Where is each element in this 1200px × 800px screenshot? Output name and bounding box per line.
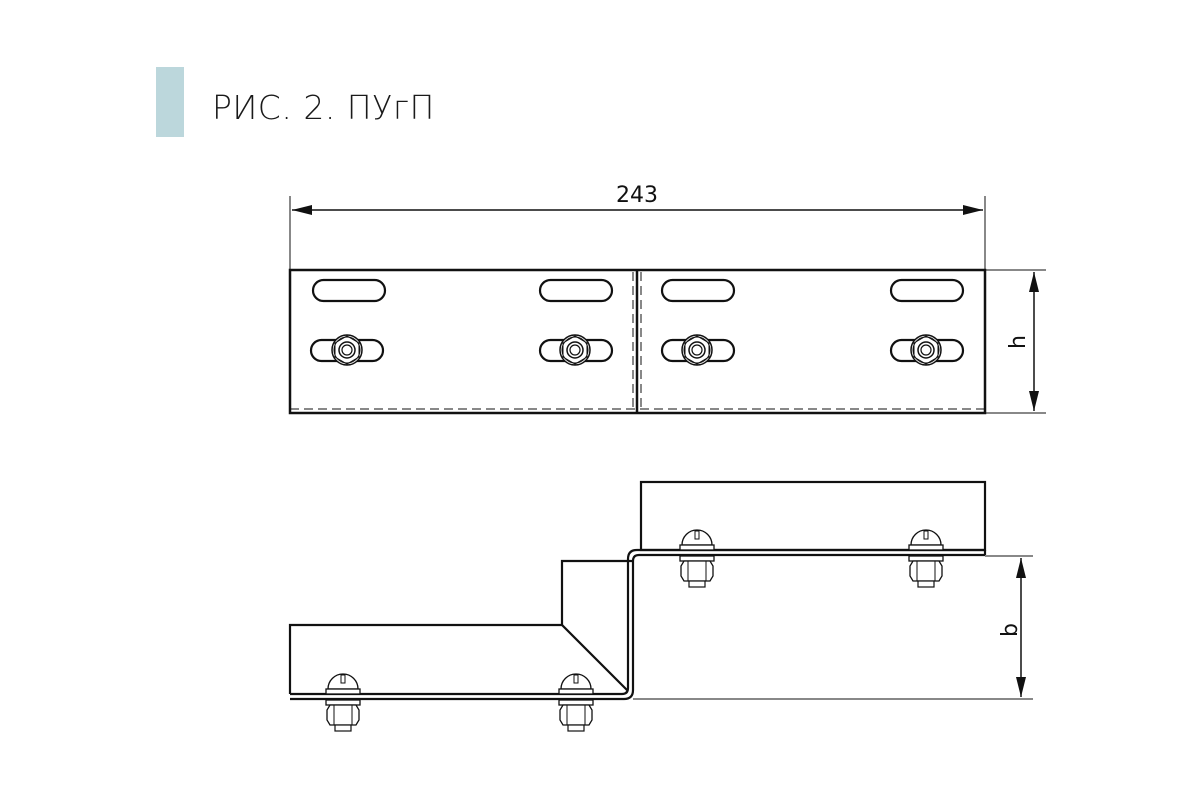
figure-title: РИС. 2. ПУгП: [212, 88, 435, 127]
bolt-icon: [679, 529, 715, 588]
top-view: [288, 268, 987, 415]
offset-label: b: [998, 623, 1023, 637]
height-label: h: [1006, 335, 1031, 349]
offset-dimension: b: [633, 555, 1033, 700]
title-accent-bar: [156, 67, 184, 137]
height-dimension: h: [985, 269, 1046, 414]
slots: [309, 278, 965, 363]
bolt-icon: [325, 673, 361, 732]
length-label: 243: [616, 183, 658, 208]
side-view: [288, 480, 987, 732]
bolt-icon: [558, 673, 594, 732]
length-dimension: 243: [289, 183, 986, 270]
bolt-icon: [908, 529, 944, 588]
